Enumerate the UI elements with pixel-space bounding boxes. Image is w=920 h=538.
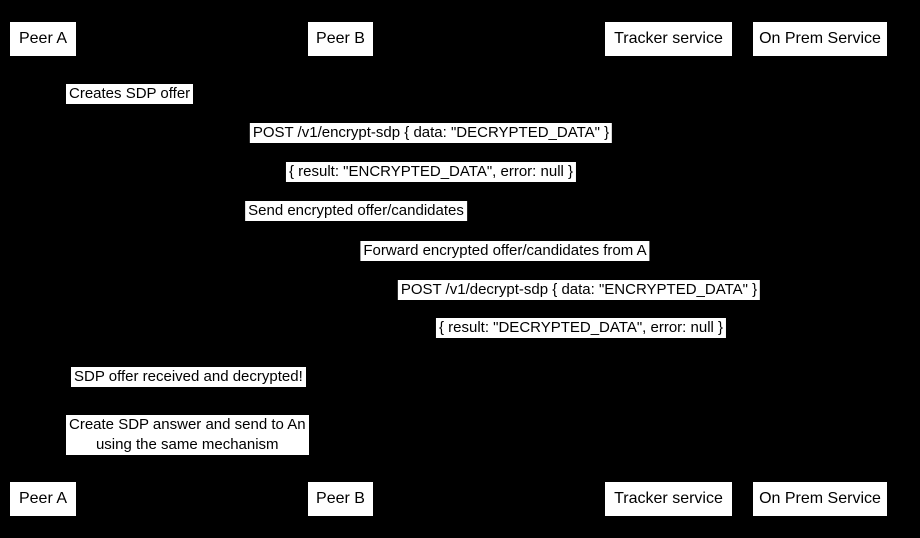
participant-box-on-prem-service-top: On Prem Service [753,22,887,56]
participant-label: On Prem Service [759,490,881,507]
participant-label: Peer A [18,490,68,507]
message-creates-sdp-offer: Creates SDP offer [66,84,194,104]
message-forward-encrypted-offer: Forward encrypted offer/candidates from … [360,241,650,261]
message-send-encrypted-offer: Send encrypted offer/candidates [245,201,467,221]
participant-label: Peer A [18,30,68,47]
participant-label: Tracker service [614,490,723,507]
participant-box-tracker-service-bottom: Tracker service [605,482,732,516]
message-line-2: using the same mechanism [95,436,279,453]
participant-box-on-prem-service-bottom: On Prem Service [753,482,887,516]
participant-label: On Prem Service [759,30,881,47]
message-post-decrypt-sdp: POST /v1/decrypt-sdp { data: "ENCRYPTED_… [397,280,761,300]
participant-box-peer-a-top: Peer A [10,22,76,56]
message-line-1: Create SDP answer and send to An [69,416,306,433]
participant-label: Peer B [316,30,365,47]
participant-box-peer-b-top: Peer B [308,22,373,56]
participant-label: Tracker service [614,30,723,47]
participant-box-peer-b-bottom: Peer B [308,482,373,516]
participant-box-tracker-service-top: Tracker service [605,22,732,56]
message-post-encrypt-sdp: POST /v1/encrypt-sdp { data: "DECRYPTED_… [249,123,613,143]
message-decrypt-result: { result: "DECRYPTED_DATA", error: null … [435,318,727,338]
participant-box-peer-a-bottom: Peer A [10,482,76,516]
message-sdp-offer-received: SDP offer received and decrypted! [71,367,306,387]
message-create-sdp-answer: Create SDP answer and send to An using t… [66,415,309,455]
participant-label: Peer B [316,490,365,507]
message-encrypt-result: { result: "ENCRYPTED_DATA", error: null … [285,162,577,182]
